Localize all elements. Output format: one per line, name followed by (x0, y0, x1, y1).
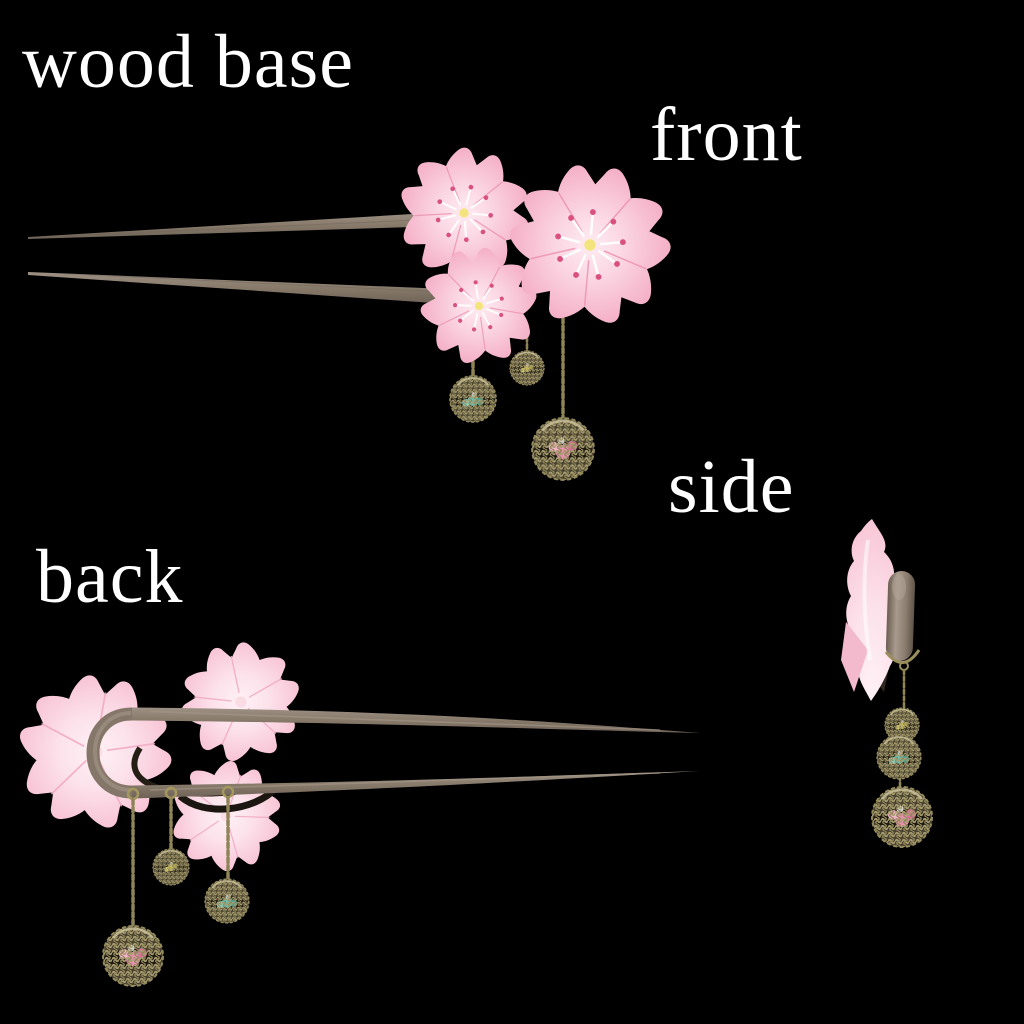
wire-ball-pink (101, 924, 165, 988)
wire-ball-yellow (509, 350, 545, 386)
label-back-view: back (36, 535, 184, 619)
cherry-blossom-side-profile (841, 622, 868, 692)
wire-ball-yellow (152, 848, 190, 886)
wire-ball-pink (870, 785, 934, 849)
back-view-illustration (0, 632, 700, 988)
wire-ball-teal (876, 734, 922, 780)
label-wood-base: wood base (22, 20, 354, 104)
wire-ball-teal (448, 374, 498, 424)
hairpin-prong (28, 272, 460, 304)
wire-ball-pink (530, 416, 596, 482)
hairpin-bend-highlight (93, 711, 132, 792)
side-view-illustration (841, 519, 934, 849)
cherry-blossom-back (167, 632, 316, 777)
front-view-illustration (28, 134, 682, 482)
label-side-view: side (668, 445, 795, 529)
label-front-view: front (650, 93, 803, 177)
wire-ball-teal (204, 878, 250, 924)
hairpin-prong (132, 771, 700, 799)
